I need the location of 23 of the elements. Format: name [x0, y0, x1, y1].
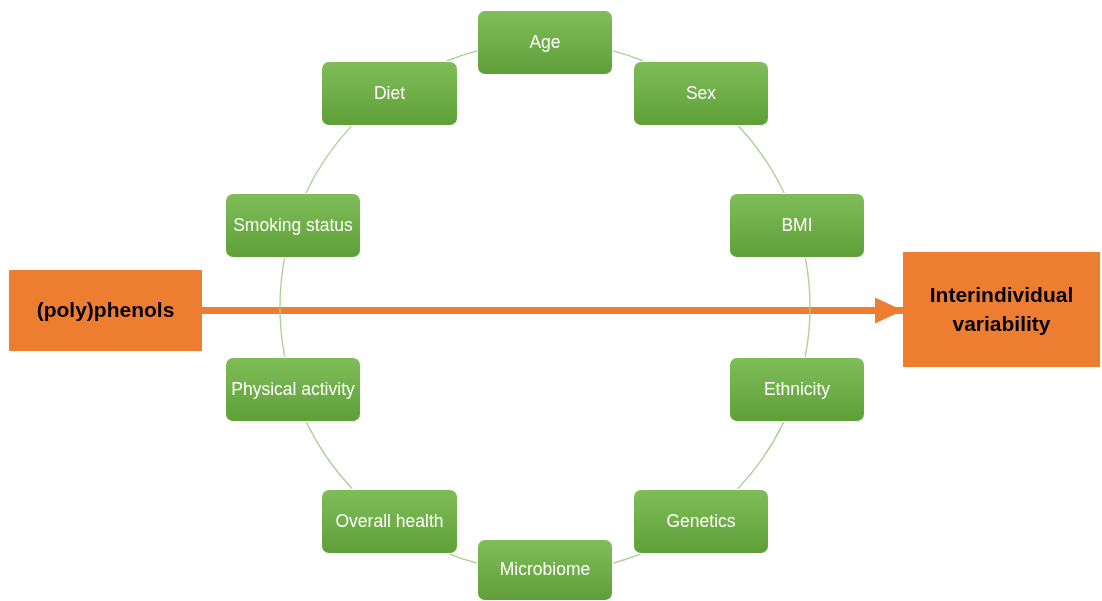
connector-arc	[305, 421, 353, 490]
connector-arc	[448, 553, 478, 564]
factor-box: Genetics	[634, 490, 768, 553]
connector-arc	[612, 50, 644, 62]
factor-box: Physical activity	[226, 358, 360, 421]
factor-box: Age	[478, 11, 612, 74]
connector-arc	[612, 553, 642, 564]
factor-box: Diet	[322, 62, 457, 125]
concept-box: (poly)phenols	[9, 270, 202, 351]
factor-box: BMI	[730, 194, 864, 257]
connector-arc	[305, 125, 352, 194]
factor-box: Smoking status	[226, 194, 360, 257]
factor-box: Ethnicity	[730, 358, 864, 421]
connector-arc	[446, 50, 478, 62]
connector-arc	[737, 125, 785, 194]
factor-box: Sex	[634, 62, 768, 125]
factor-box: Overall health	[322, 490, 457, 553]
connector-arc	[804, 257, 811, 358]
arrow	[202, 297, 903, 324]
factor-box: Microbiome	[478, 540, 612, 600]
concept-box: Interindividual variability	[903, 252, 1100, 367]
connector-arc	[737, 421, 785, 490]
connector-arc	[279, 257, 286, 358]
